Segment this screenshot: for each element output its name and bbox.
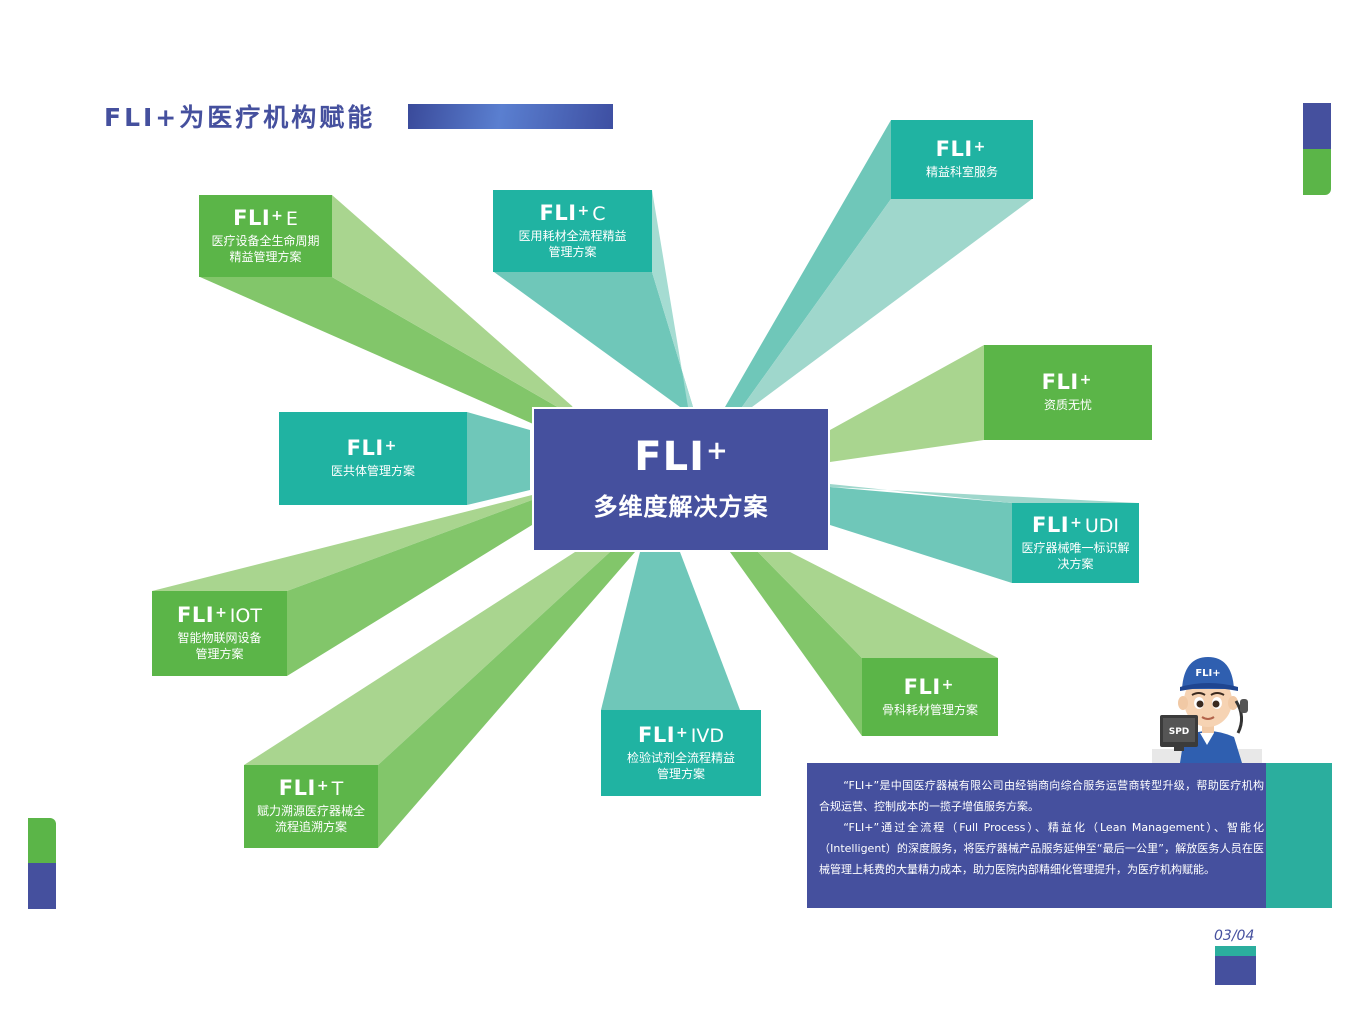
solution-desc: 精益科室服务 <box>925 165 998 179</box>
solution-logo: FLI+ <box>346 436 397 460</box>
ray-e-side <box>200 277 580 427</box>
solution-desc: 资质无忧 <box>1043 398 1092 412</box>
solution-desc: 医用耗材全流程精益管理方案 <box>518 228 627 259</box>
solution-box-e: FLI+E 医疗设备全生命周期精益管理方案 <box>199 195 332 277</box>
ray-ortho-side <box>730 552 862 736</box>
ray-udi-top <box>830 484 1138 503</box>
center-logo: FLI+ <box>634 434 728 480</box>
solution-box-c: FLI+C 医用耗材全流程精益管理方案 <box>493 190 652 272</box>
solution-desc: 检验试剂全流程精益管理方案 <box>626 750 735 781</box>
solution-box-medical-alliance: FLI+ 医共体管理方案 <box>279 412 467 505</box>
solution-desc: 智能物联网设备管理方案 <box>177 631 262 661</box>
description-paragraph-2: “FLI+”通过全流程（Full Process）、精益化（Lean Manag… <box>819 821 1264 876</box>
ray-t-side <box>378 552 635 848</box>
solution-desc: 骨科耗材管理方案 <box>881 702 978 717</box>
ray-lean-dept-top <box>742 199 1032 407</box>
solution-box-ortho: FLI+ 骨科耗材管理方案 <box>862 658 998 736</box>
ray-qualification-top <box>830 345 984 462</box>
solution-box-t: FLI+T 赋力溯源医疗器械全流程追溯方案 <box>244 765 378 848</box>
solution-logo: FLI+C <box>539 200 606 225</box>
ray-udi-side <box>830 487 1012 583</box>
solution-logo: FLI+T <box>278 776 344 800</box>
ray-c-side <box>494 272 693 407</box>
solution-desc: 赋力溯源医疗器械全流程追溯方案 <box>256 804 365 834</box>
bottom-left-decor <box>28 818 56 909</box>
description-panel: “FLI+”是中国医疗器械有限公司由经销商向综合服务运营商转型升级，帮助医疗机构… <box>807 763 1332 908</box>
top-right-decor <box>1303 103 1331 195</box>
center-solution-box: FLI+ 多维度解决方案 <box>532 407 830 552</box>
center-subtitle: 多维度解决方案 <box>593 493 769 521</box>
ray-medical-alliance-side <box>467 412 530 505</box>
solution-box-qualification: FLI+ 资质无忧 <box>984 345 1152 440</box>
ray-iot-side <box>287 500 532 676</box>
solution-box-lean-dept: FLI+ 精益科室服务 <box>891 120 1033 199</box>
ray-e-top <box>332 195 580 420</box>
ray-iot-top <box>152 495 532 591</box>
ray-lean-dept-side <box>725 120 891 407</box>
ray-ivd-side <box>601 552 740 710</box>
solution-logo: FLI+ <box>903 674 954 699</box>
solution-desc: 医疗设备全生命周期精益管理方案 <box>211 233 320 264</box>
solution-desc: 医共体管理方案 <box>330 464 415 478</box>
solution-box-udi: FLI+UDI 医疗器械唯一标识解决方案 <box>1012 503 1139 583</box>
ray-c-top <box>652 190 693 407</box>
mascot-monitor-text: SPD <box>1169 727 1190 737</box>
ray-t-top <box>244 552 610 765</box>
solution-logo: FLI+ <box>935 137 986 161</box>
solution-logo: FLI+ <box>1041 370 1092 394</box>
mascot-illustration: FLI+ SPD <box>1152 657 1262 763</box>
solution-logo: FLI+E <box>233 205 298 230</box>
solution-logo: FLI+IVD <box>637 722 724 747</box>
solution-logo: FLI+IOT <box>177 603 262 627</box>
page-number-decor <box>1215 946 1256 985</box>
solution-box-ivd: FLI+IVD 检验试剂全流程精益管理方案 <box>601 710 761 796</box>
solution-logo: FLI+UDI <box>1032 512 1119 537</box>
solution-desc: 医疗器械唯一标识解决方案 <box>1021 540 1130 571</box>
ray-ortho-top <box>758 552 998 658</box>
mascot-cap-text: FLI+ <box>1195 668 1220 679</box>
solution-box-iot: FLI+IOT 智能物联网设备管理方案 <box>152 591 287 676</box>
page-title: FLI+为医疗机构赋能 <box>104 103 376 132</box>
description-paragraph-1: “FLI+”是中国医疗器械有限公司由经销商向综合服务运营商转型升级，帮助医疗机构… <box>819 779 1264 813</box>
title-decor-bar <box>408 104 613 129</box>
description-accent-bar <box>1266 763 1332 908</box>
page-number: 03/04 <box>1214 928 1255 944</box>
